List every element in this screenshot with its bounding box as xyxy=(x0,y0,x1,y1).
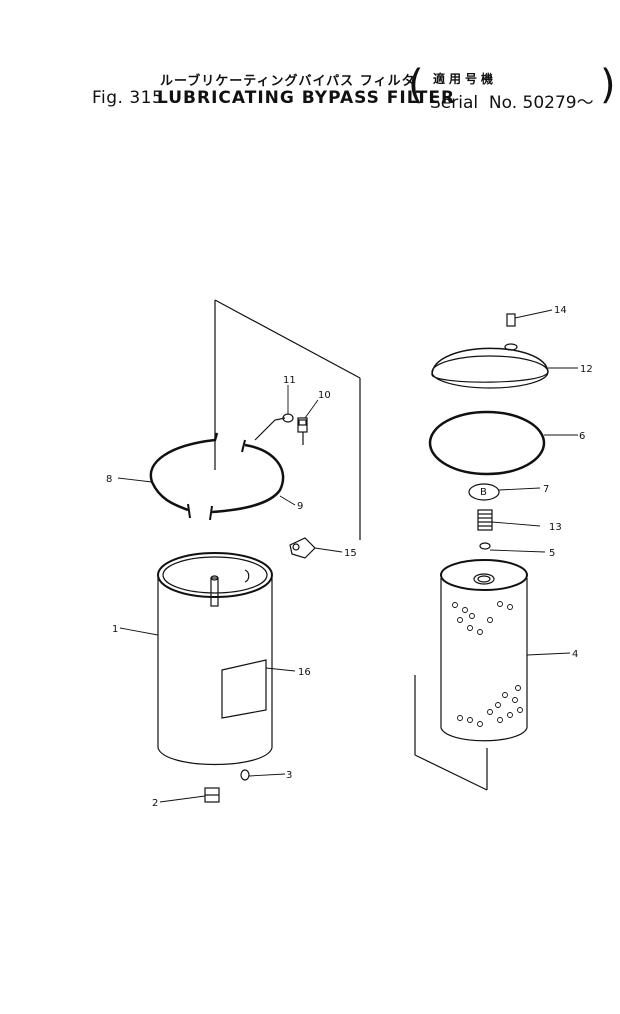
part-10-bolt xyxy=(297,417,308,445)
mounting-plane-right xyxy=(414,675,488,791)
callout-15: 15 xyxy=(344,548,357,559)
part-12-cover xyxy=(431,347,549,389)
part-2-drain-plug xyxy=(204,787,220,803)
part-13-spring xyxy=(477,509,493,531)
callout-5: 5 xyxy=(549,548,555,559)
part-3-washer xyxy=(240,769,250,781)
part-5-o-ring xyxy=(479,542,491,550)
part-15-elbow xyxy=(289,537,316,559)
callout-11: 11 xyxy=(283,375,296,386)
part-7-valve-disc: B xyxy=(468,483,500,501)
svg-text:B: B xyxy=(480,487,487,498)
part-9-band-clamp xyxy=(209,417,286,521)
figure-title: LUBRICATING BYPASS FILTER xyxy=(157,88,456,108)
callout-2: 2 xyxy=(152,798,158,809)
japanese-title: ルーブリケーティングバイパス フィルタ xyxy=(160,74,416,89)
serial-label: Serial xyxy=(430,93,479,113)
callout-7: 7 xyxy=(543,484,549,495)
figure-header: ルーブリケーティングバイパス フィルタ ( 適用号機 Fig. 315 LUBR… xyxy=(0,0,620,120)
part-14-valve xyxy=(504,313,518,351)
callout-3: 3 xyxy=(286,770,292,781)
japanese-serial-label: 適用号機 xyxy=(433,72,498,86)
callout-13: 13 xyxy=(549,522,562,533)
callout-labels: 1 2 3 4 5 6 7 8 9 10 11 12 13 14 15 16 xyxy=(106,305,593,809)
callout-14: 14 xyxy=(554,305,567,316)
part-4-element xyxy=(440,559,528,742)
figure-number: Fig. 315 xyxy=(92,88,164,108)
part-1-filter-case xyxy=(157,552,273,766)
callout-12: 12 xyxy=(580,364,593,375)
serial-number: No. 50279～ xyxy=(488,93,594,113)
mounting-plane-left xyxy=(214,299,361,540)
serial-range: Serial No. 50279～ xyxy=(430,88,594,113)
callout-16: 16 xyxy=(298,667,311,678)
callout-8: 8 xyxy=(106,474,112,485)
part-6-o-ring xyxy=(428,410,546,476)
callout-1: 1 xyxy=(112,624,118,635)
serial-close-paren: ) xyxy=(600,62,616,108)
callout-6: 6 xyxy=(579,431,585,442)
callout-4: 4 xyxy=(572,649,578,660)
part-8-band-clamp xyxy=(149,432,219,519)
part-16-nameplate xyxy=(221,659,267,719)
leader-lines xyxy=(117,309,578,803)
callout-9: 9 xyxy=(297,501,303,512)
serial-open-paren: ( xyxy=(408,62,424,108)
callout-10: 10 xyxy=(318,390,331,401)
